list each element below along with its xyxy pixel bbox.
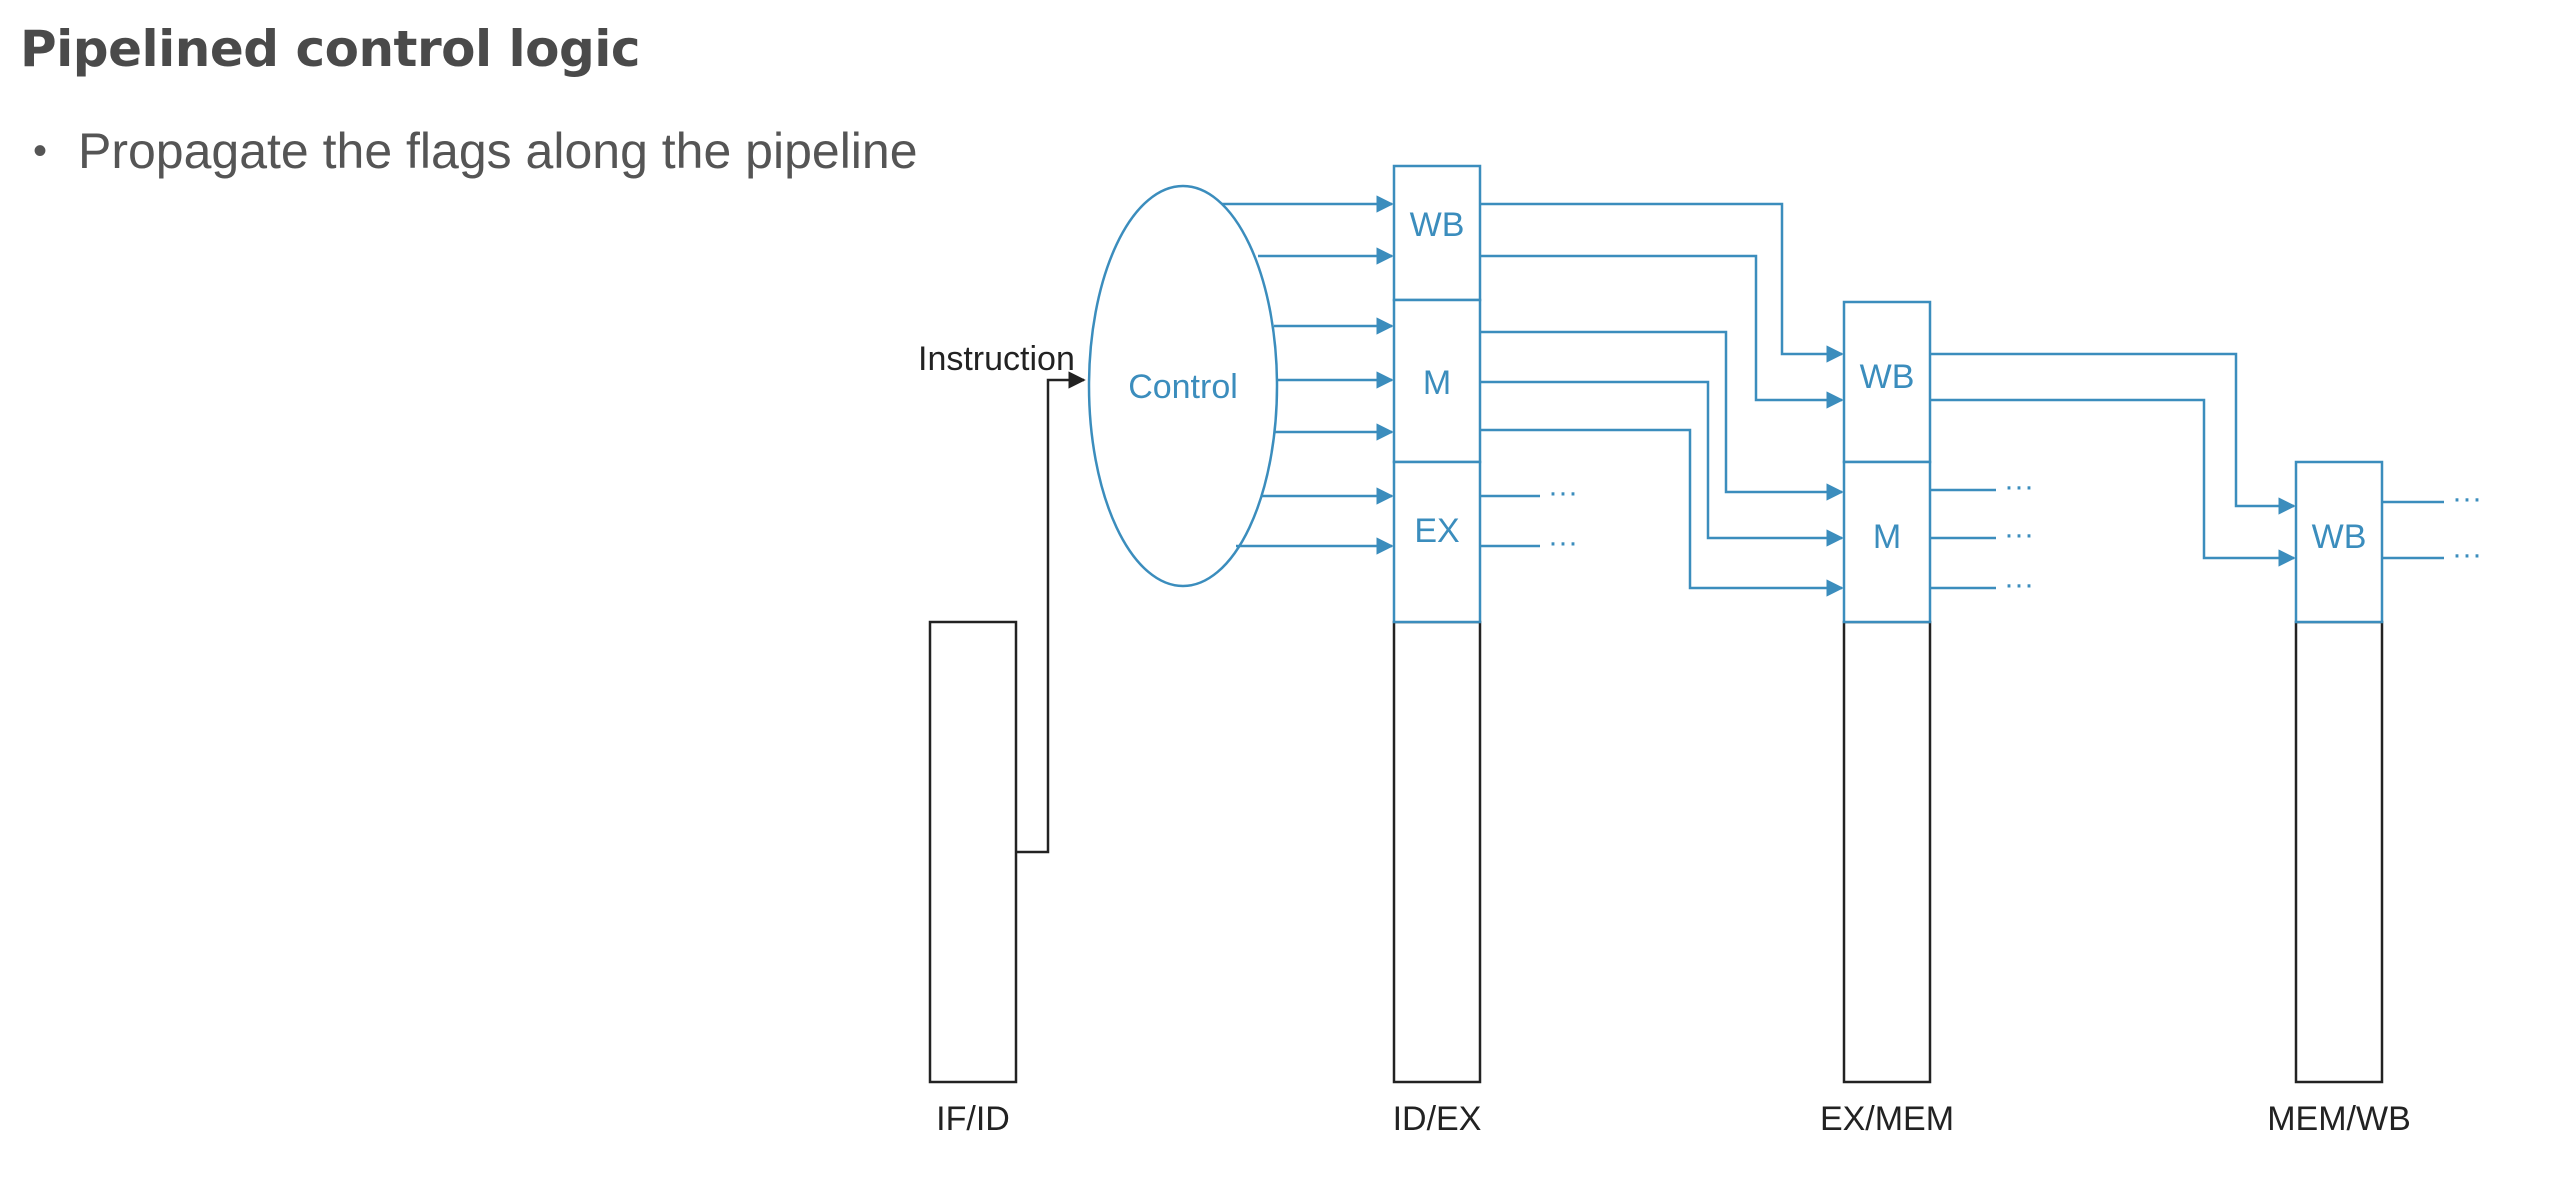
mem-wb-wb-label: WB [2312, 518, 2367, 556]
ex-mem-m-dots-1: ··· [2004, 470, 2034, 503]
bullet-item: • Propagate the flags along the pipeline [20, 122, 918, 180]
id-ex-ex-dots-2: ··· [1548, 526, 1578, 559]
ex-mem-m-dots-2: ··· [2004, 518, 2034, 551]
ex-mem-m-field [1842, 460, 1932, 624]
control-label: Control [1128, 368, 1238, 406]
id-ex-wb-label: WB [1410, 206, 1465, 244]
mem-wb-dots-1: ··· [2452, 482, 2482, 515]
if-id-register [928, 620, 1018, 1084]
id-ex-register [1392, 620, 1482, 1084]
slide-title: Pipelined control logic [20, 20, 641, 78]
ex-mem-wb-label: WB [1860, 358, 1915, 396]
mem-wb-wb-field [2294, 460, 2384, 624]
instruction-wire [1016, 371, 1086, 854]
ex-mem-label: EX/MEM [1820, 1100, 1954, 1138]
id-ex-m-label: M [1423, 364, 1451, 402]
ex-mem-m-dots-3: ··· [2004, 568, 2034, 601]
wb-propagate-4 [1930, 398, 2296, 567]
id-ex-ex-field [1392, 460, 1482, 624]
ex-mem-wb-field [1842, 300, 1932, 464]
ex-mem-register [1842, 620, 1932, 1084]
id-ex-wb-field [1392, 164, 1482, 302]
wb-propagate-2 [1480, 254, 1844, 409]
id-ex-label: ID/EX [1393, 1100, 1482, 1138]
id-ex-ex-label: EX [1414, 512, 1459, 550]
wb-propagate-1 [1480, 202, 1844, 363]
if-id-label: IF/ID [936, 1100, 1010, 1138]
mem-wb-register [2294, 620, 2384, 1084]
mem-wb-dots-2: ··· [2452, 538, 2482, 571]
mem-wb-label: MEM/WB [2267, 1100, 2411, 1138]
control-unit [1087, 184, 1279, 588]
bullet-text: Propagate the flags along the pipeline [78, 123, 918, 179]
m-propagate-2 [1480, 380, 1844, 547]
instruction-label: Instruction [918, 340, 1075, 378]
m-propagate-3 [1480, 428, 1844, 597]
ex-mem-m-label: M [1873, 518, 1901, 556]
bullet-icon: • [32, 128, 47, 173]
id-ex-m-field [1392, 298, 1482, 464]
m-propagate-1 [1480, 330, 1844, 501]
id-ex-ex-dots-1: ··· [1548, 476, 1578, 509]
wb-propagate-3 [1930, 352, 2296, 515]
